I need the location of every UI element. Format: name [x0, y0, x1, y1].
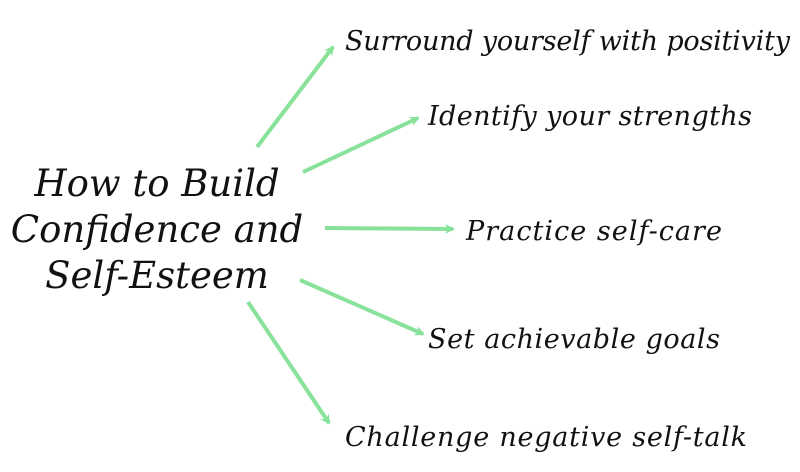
branch-label-5: Challenge negative self-talk — [345, 422, 747, 453]
arrow-2 — [302, 116, 420, 174]
arrow-1 — [255, 45, 335, 149]
title-line-1: How to Build — [33, 162, 279, 205]
central-title: How to Build Confidence and Self-Esteem — [11, 162, 303, 297]
title-line-3: Self-Esteem — [45, 254, 269, 297]
branch-label-1: Surround yourself with positivity — [345, 26, 791, 57]
branch-label-2: Identify your strengths — [427, 101, 752, 132]
arrow-4 — [299, 278, 425, 336]
arrow-5 — [246, 300, 331, 425]
branch-label-4: Set achievable goals — [428, 324, 720, 355]
branch-label-3: Practice self-care — [465, 216, 722, 247]
title-line-2: Confidence and — [11, 208, 303, 251]
arrow-3 — [324, 223, 455, 234]
